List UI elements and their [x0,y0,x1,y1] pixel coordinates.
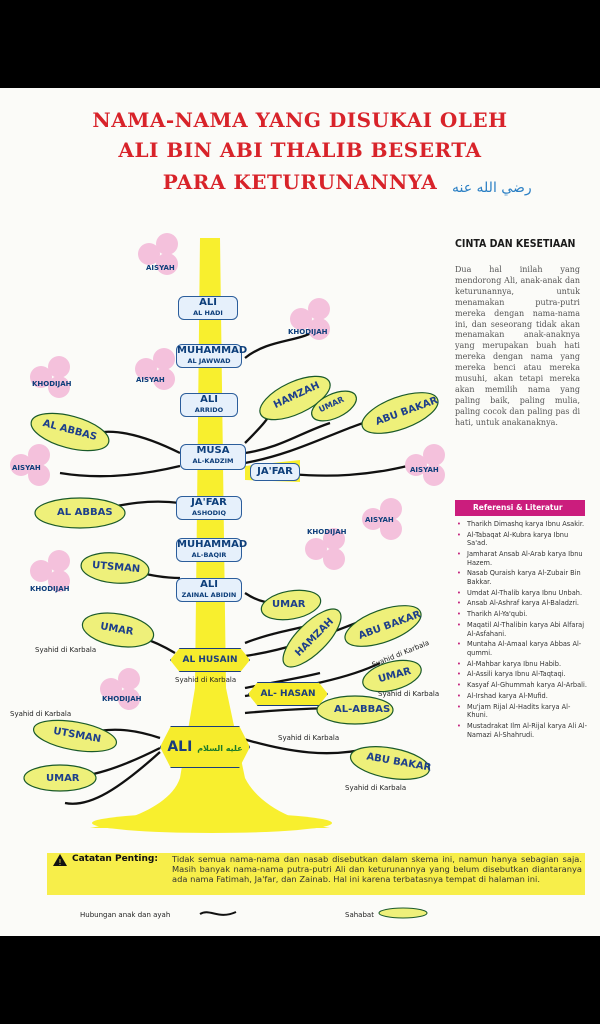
flower-khodijah-2 [30,356,74,400]
node-name: MUSA [196,445,230,456]
flower-label-khodijah-5: KHODIJAH [102,695,142,703]
reference-item: Umdat Al-Thalib karya Ibnu Unbah. [457,589,587,598]
flower-khodijah-5 [100,668,144,712]
warning-icon: ! [53,854,67,866]
title-line-2: ALI BIN ABI THALIB BESERTA [118,138,482,162]
node-name: ALI [200,394,218,405]
hex-label: ALI [167,739,193,755]
flower-aisyah-2 [135,348,179,392]
node-sub: AL HADI [193,309,223,317]
node-muhammad-al-baqir: MUHAMMAD AL-BAQIR [176,538,247,562]
reference-item: Muntaha Al-Amaal karya Abbas Al-qummi. [457,640,587,657]
flower-label-aisyah-4: AISYAH [410,466,439,474]
leaf-umar-5: UMAR [46,773,80,784]
reference-item: Nasab Quraish karya Al-Zubair Bin Bakkar… [457,569,587,586]
legend-line-icon [199,911,237,916]
poster-page: NAMA-NAMA YANG DISUKAI OLEH ALI BIN ABI … [0,88,600,936]
title-line-3: PARA KETURUNANNYA [162,170,438,194]
node-muhammad-al-jawwad: MUHAMMAD AL JAWWAD [176,344,247,368]
reference-item: Kasyaf Al-Ghummah karya Al-Arbali. [457,681,587,690]
node-sub: ASHODIQ [191,509,227,517]
note-syahid-4: Syahid di Karbala [378,690,440,698]
legend-leaf-icon [378,907,428,919]
reference-item: Jamharat Ansab Al-Arab karya Ibnu Hazem. [457,550,587,567]
flower-khodijah-3 [305,528,349,572]
reference-item: Ansab Al-Ashraf karya Al-Baladzri. [457,599,587,608]
reference-item: Tharikh Al-Ya'qubi. [457,610,587,619]
legend-child-label: Hubungan anak dan ayah [80,911,171,919]
node-sub: AL-KADZIM [192,457,234,465]
important-note-heading: Catatan Penting: [72,854,158,864]
node-name: JA'FAR [191,497,227,508]
flower-label-aisyah-1: AISYAH [146,264,175,272]
note-syahid-1: Syahid di Karbala [35,646,97,654]
reference-item: Al-Irshad karya Al-Mufid. [457,692,587,701]
node-name: MUHAMMAD [177,345,248,356]
hex-arabic: عليه السلام [197,744,243,753]
node-name: ALI [199,297,217,308]
hex-al-hasan: AL- HASAN [248,682,328,706]
flower-label-khodijah-3: KHODIJAH [307,528,347,536]
hex-label: AL- HASAN [260,689,316,699]
sidebar-heading: CINTA DAN KESETIAAN [455,238,576,250]
node-ali-zainal-abidin: ALI ZAINAL ABIDIN [176,578,242,602]
reference-item: Mu'jam Rijal Al-Hadits karya Al-Khuni. [457,703,587,720]
node-ali-arrido: ALI ARRIDO [180,393,238,417]
node-musa-al-kadzim: MUSA AL-KADZIM [180,444,246,470]
title-line-1: NAMA-NAMA YANG DISUKAI OLEH [92,108,508,132]
flower-label-aisyah-2: AISYAH [136,376,165,384]
note-syahid-5: Syahid di Karbala [10,710,72,718]
node-sub: AL-BAQIR [191,551,227,559]
note-syahid-6: Syahid di Karbala [278,734,340,742]
flower-khodijah-4 [30,550,74,594]
flower-label-khodijah-2: KHODIJAH [32,380,72,388]
reference-item: Al-Mahbar karya Ibnu Habib. [457,660,587,669]
node-ali-al-hadi: ALI AL HADI [178,296,238,320]
flower-aisyah-4 [405,444,449,488]
reference-item: Al-Tabaqat Al-Kubra karya Ibnu Sa'ad. [457,531,587,548]
node-sub: ZAINAL ABIDIN [181,591,237,599]
flower-aisyah-1 [138,233,182,277]
sidebar-text: Dua hal inilah yang mendorong Ali, anak-… [455,265,580,427]
reference-item: Mustadrakat Ilm Al-Rijal karya Ali Al-Na… [457,722,587,739]
flower-aisyah-3 [10,444,54,488]
flower-label-aisyah-5: AISYAH [365,516,394,524]
references-title: Referensi & Literatur [455,500,585,516]
reference-item: Tharikh Dimashq karya Ibnu Asakir. [457,520,587,529]
references-list: Tharikh Dimashq karya Ibnu Asakir. Al-Ta… [457,520,587,741]
flower-khodijah-1 [290,298,334,342]
leaf-al-abbas-3: AL-ABBAS [334,704,391,715]
node-jafar-side: JA'FAR [250,463,300,481]
flower-aisyah-5 [362,498,406,542]
leaf-al-abbas-2: AL ABBAS [57,507,113,518]
tree-graphic [23,238,439,833]
node-jafar-ashodiq: JA'FAR ASHODIQ [176,496,242,520]
reference-item: Maqatil Al-Thalibin karya Abi Alfaraj Al… [457,621,587,638]
hex-ali: ALI عليه السلام [160,726,250,768]
svg-text:!: ! [58,858,61,866]
leaf-umar-3: UMAR [272,599,306,610]
leaves [23,375,439,792]
node-sub: ARRIDO [194,406,224,414]
flower-label-khodijah-1: KHODIJAH [288,328,328,336]
important-note-body: Tidak semua nama-nama dan nasab disebutk… [172,854,582,884]
reference-item: Al-Assili karya Ibnu Al-Taqtaqi. [457,670,587,679]
legend-sahabat-label: Sahabat [345,911,374,919]
flower-label-aisyah-3: AISYAH [12,464,41,472]
hex-label: AL HUSAIN [182,655,238,665]
node-name: MUHAMMAD [177,539,248,550]
important-note-box [47,853,585,895]
node-sub: AL JAWWAD [187,357,231,365]
tree-trunk [90,238,330,828]
note-syahid-2: Syahid di Karbala [175,676,237,684]
node-name: ALI [200,579,218,590]
arabic-calligraphy: رضي الله عنه [452,180,532,196]
flower-label-khodijah-4: KHODIJAH [30,585,70,593]
hex-al-husain: AL HUSAIN [170,648,250,672]
note-syahid-7: Syahid di Karbala [345,784,407,792]
